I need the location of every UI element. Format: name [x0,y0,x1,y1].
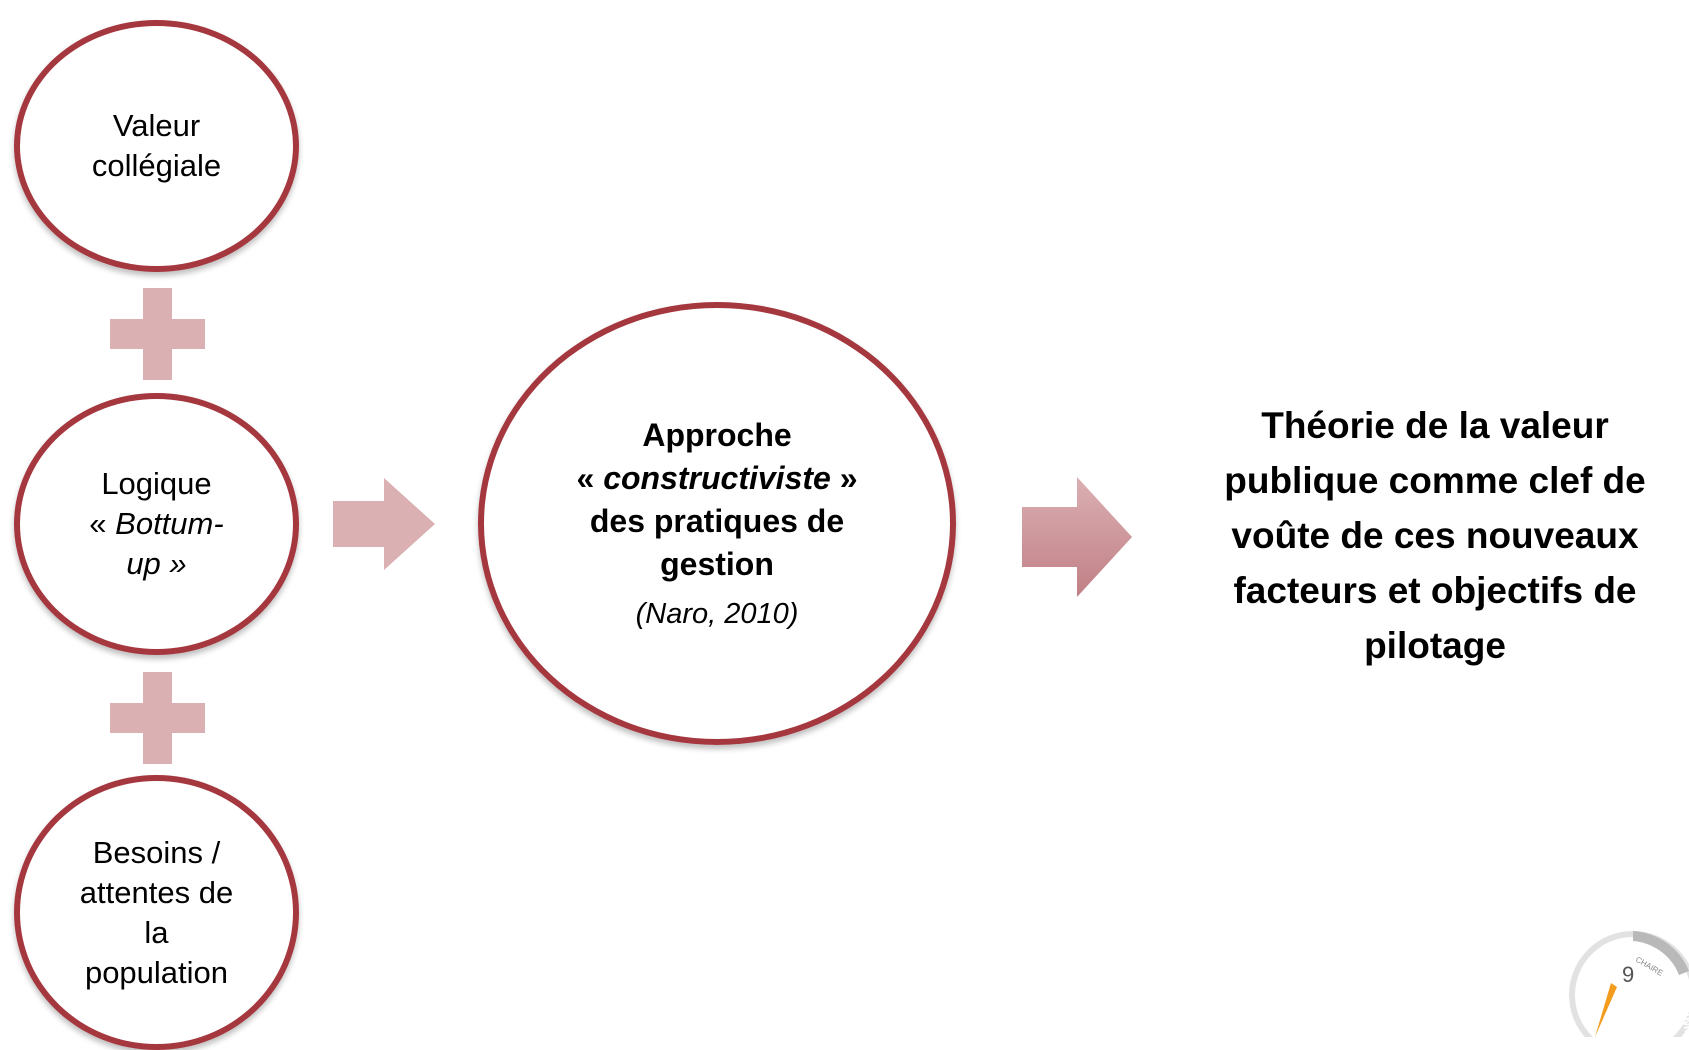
circle-valeur-collegiale: Valeur collégiale [14,20,299,272]
circle-logique-bottom-up-text: Logique « Bottum- up » [89,466,224,581]
circle-valeur-collegiale-text: Valeur collégiale [91,108,222,183]
citation-naro: (Naro, 2010) [635,597,799,630]
approche-title: Approche « constructiviste » des pratiqu… [576,416,858,582]
chaire-optima-logo: CHAIRE OPTIMA 9 [1555,915,1689,1050]
circle-besoins-population: Besoins / attentes de la population [14,775,299,1050]
circle-approche-constructiviste: Approche « constructiviste » des pratiqu… [478,302,956,745]
plus-sign-2 [110,672,205,769]
plus-sign-1 [110,288,205,385]
arrow-right-1 [333,478,435,575]
circle-besoins-population-text: Besoins / attentes de la population [79,834,234,990]
circle-logique-bottom-up: Logique « Bottum- up » [14,393,299,655]
conclusion-text: Théorie de la valeur publique comme clef… [1224,405,1646,666]
page-number: 9 [1622,962,1635,987]
arrow-right-2 [1022,477,1132,602]
